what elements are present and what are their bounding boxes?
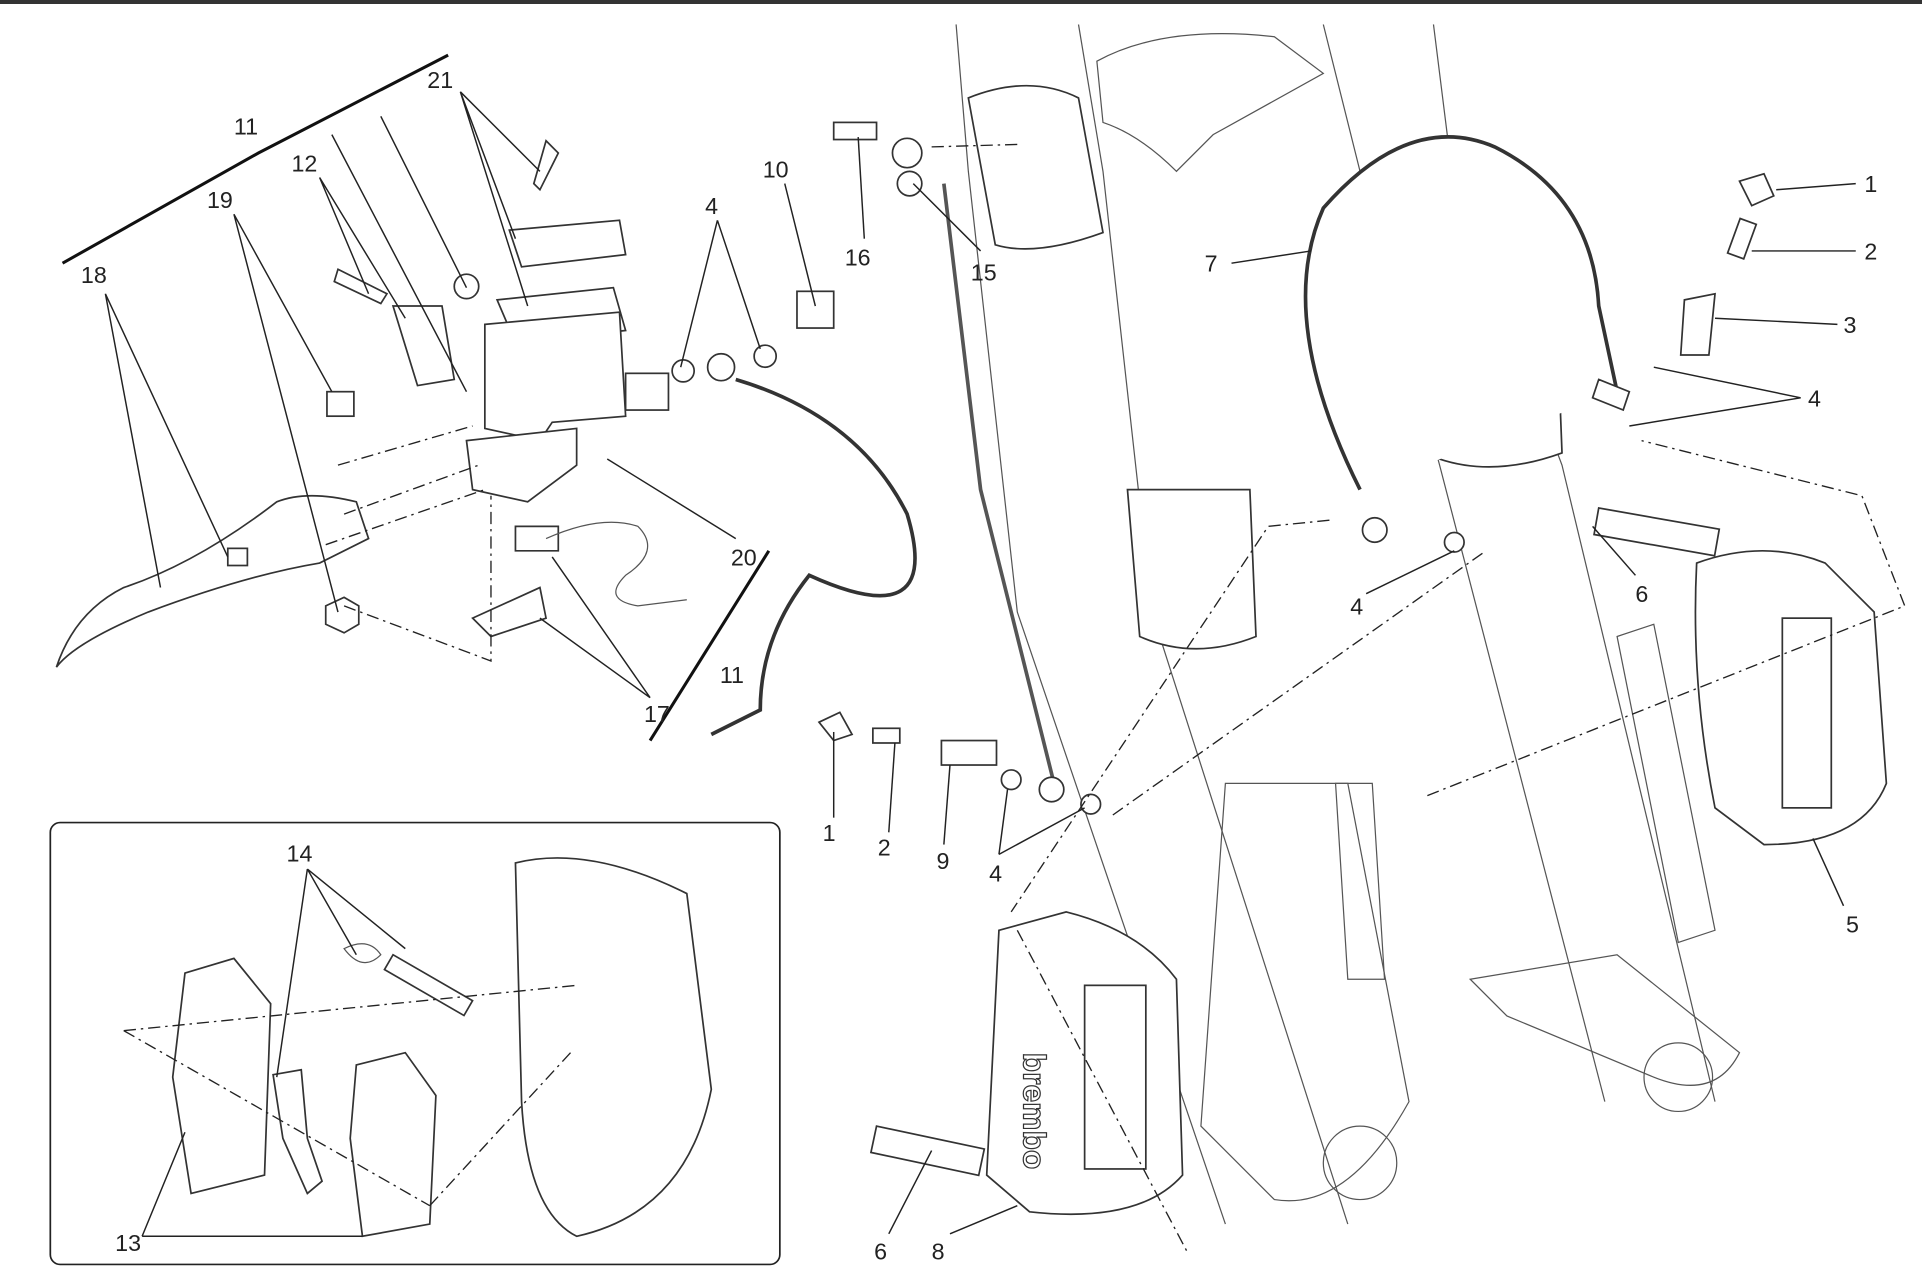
bracket-11-bottom [648, 550, 771, 742]
callout-14: 14 [287, 841, 313, 867]
callout-19: 19 [207, 187, 233, 213]
bracket-11-top [61, 53, 449, 265]
brake-pad-inset [49, 821, 781, 1266]
leader-lines [104, 91, 1856, 1238]
callout-12: 12 [291, 150, 317, 176]
callout-21: 21 [427, 67, 453, 93]
master-cylinder-assembly [55, 121, 923, 668]
callout-1: 1 [823, 820, 836, 846]
top-border [0, 0, 1922, 4]
callout-7: 7 [1205, 251, 1218, 277]
callout-10: 10 [763, 156, 789, 182]
callout-13: 13 [115, 1230, 141, 1256]
callout-4: 4 [1808, 385, 1821, 411]
callout-8: 8 [932, 1239, 945, 1265]
callout-9: 9 [937, 848, 950, 874]
callout-4: 4 [705, 193, 718, 219]
center-lines [325, 143, 1906, 1255]
bleeder-parts [817, 172, 1775, 791]
brembo-logo: brembo [1016, 1053, 1052, 1170]
callout-17: 17 [644, 701, 670, 727]
brake-hoses [710, 135, 1619, 815]
callout-2: 2 [1864, 238, 1877, 264]
callout-4: 4 [989, 860, 1002, 886]
callout-3: 3 [1844, 312, 1857, 338]
callout-18: 18 [81, 262, 107, 288]
callout-20: 20 [731, 545, 757, 571]
callout-1: 1 [1864, 171, 1877, 197]
callout-6: 6 [1635, 581, 1648, 607]
callout-11: 11 [720, 662, 744, 688]
callout-16: 16 [845, 245, 871, 271]
callout-5: 5 [1846, 912, 1859, 938]
callout-2: 2 [878, 835, 891, 861]
callout-4: 4 [1350, 593, 1363, 619]
callout-15: 15 [971, 259, 997, 285]
calipers: brembo [869, 506, 1888, 1216]
callout-6: 6 [874, 1239, 887, 1265]
callout-labels: 11 21 12 19 18 10 4 16 15 7 1 2 3 4 20 1… [81, 67, 1877, 1264]
callout-11: 11 [234, 114, 258, 140]
